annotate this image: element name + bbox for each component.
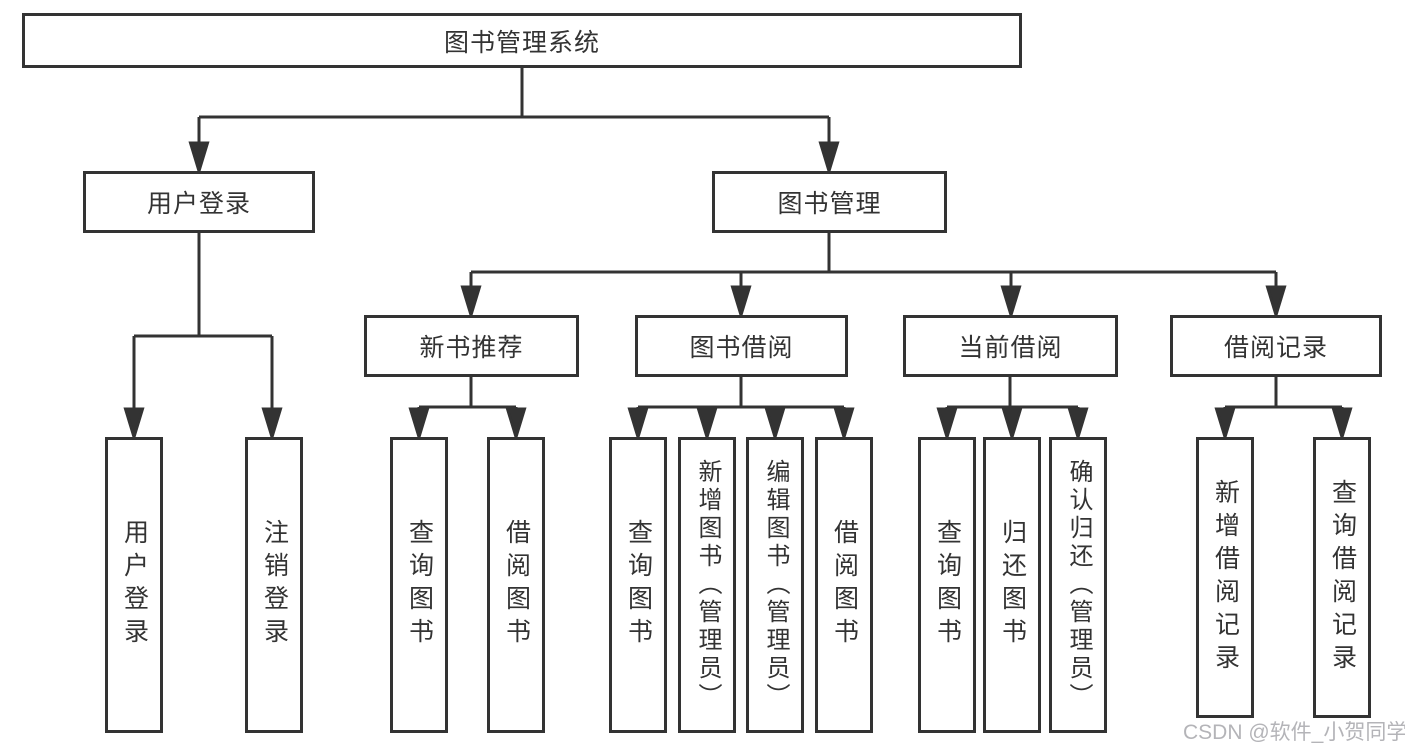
leaf-query-books-recommend: 查询图书: [390, 437, 448, 733]
leaf-query-borrow-record: 查询借阅记录: [1313, 437, 1371, 718]
node-book-management: 图书管理: [712, 171, 947, 233]
connector-new-book-recommend-to-leaves: [408, 377, 527, 443]
leaf-label: 借阅图书: [830, 519, 859, 651]
leaf-user-login: 用户登录: [105, 437, 163, 733]
leaf-return-books: 归还图书: [983, 437, 1041, 733]
watermark-csdn: CSDN @软件_小贺同学: [1183, 721, 1405, 744]
node-book-borrow: 图书借阅: [635, 315, 848, 377]
node-user-login: 用户登录: [83, 171, 315, 233]
leaf-query-books-current: 查询图书: [918, 437, 976, 733]
leaf-label: 新增借阅记录: [1211, 478, 1240, 677]
leaf-borrow-books: 借阅图书: [815, 437, 873, 733]
leaf-label: 确认归还（管理员）: [1065, 459, 1092, 711]
leaf-confirm-return-admin: 确认归还（管理员）: [1049, 437, 1107, 733]
connector-book-borrow-to-leaves: [627, 377, 855, 443]
node-borrow-records: 借阅记录: [1170, 315, 1382, 377]
leaf-add-book-admin: 新增图书（管理员）: [678, 437, 736, 733]
leaf-label: 查询图书: [933, 519, 962, 651]
connector-borrow-records-to-leaves: [1214, 377, 1353, 443]
leaf-label: 查询借阅记录: [1328, 478, 1357, 677]
leaf-borrow-books-recommend: 借阅图书: [487, 437, 545, 733]
leaf-label: 查询图书: [624, 519, 653, 651]
leaf-label: 编辑图书（管理员）: [762, 459, 789, 711]
leaf-label: 归还图书: [998, 519, 1027, 651]
leaf-label: 借阅图书: [502, 519, 531, 651]
leaf-label: 用户登录: [120, 519, 149, 651]
leaf-logout: 注销登录: [245, 437, 303, 733]
leaf-query-books-borrow: 查询图书: [609, 437, 667, 733]
connector-user-login-to-leaves: [123, 233, 283, 443]
leaf-label: 注销登录: [260, 519, 289, 651]
connector-book-management-to-level3: [460, 233, 1287, 321]
connector-root-to-level2: [188, 68, 840, 177]
leaf-label: 查询图书: [405, 519, 434, 651]
leaf-add-borrow-record: 新增借阅记录: [1196, 437, 1254, 718]
connector-current-borrow-to-leaves: [936, 377, 1089, 443]
node-library-management-system: 图书管理系统: [22, 13, 1022, 68]
leaf-edit-book-admin: 编辑图书（管理员）: [746, 437, 804, 733]
node-new-book-recommend: 新书推荐: [364, 315, 579, 377]
leaf-label: 新增图书（管理员）: [694, 459, 721, 711]
node-current-borrow: 当前借阅: [903, 315, 1118, 377]
